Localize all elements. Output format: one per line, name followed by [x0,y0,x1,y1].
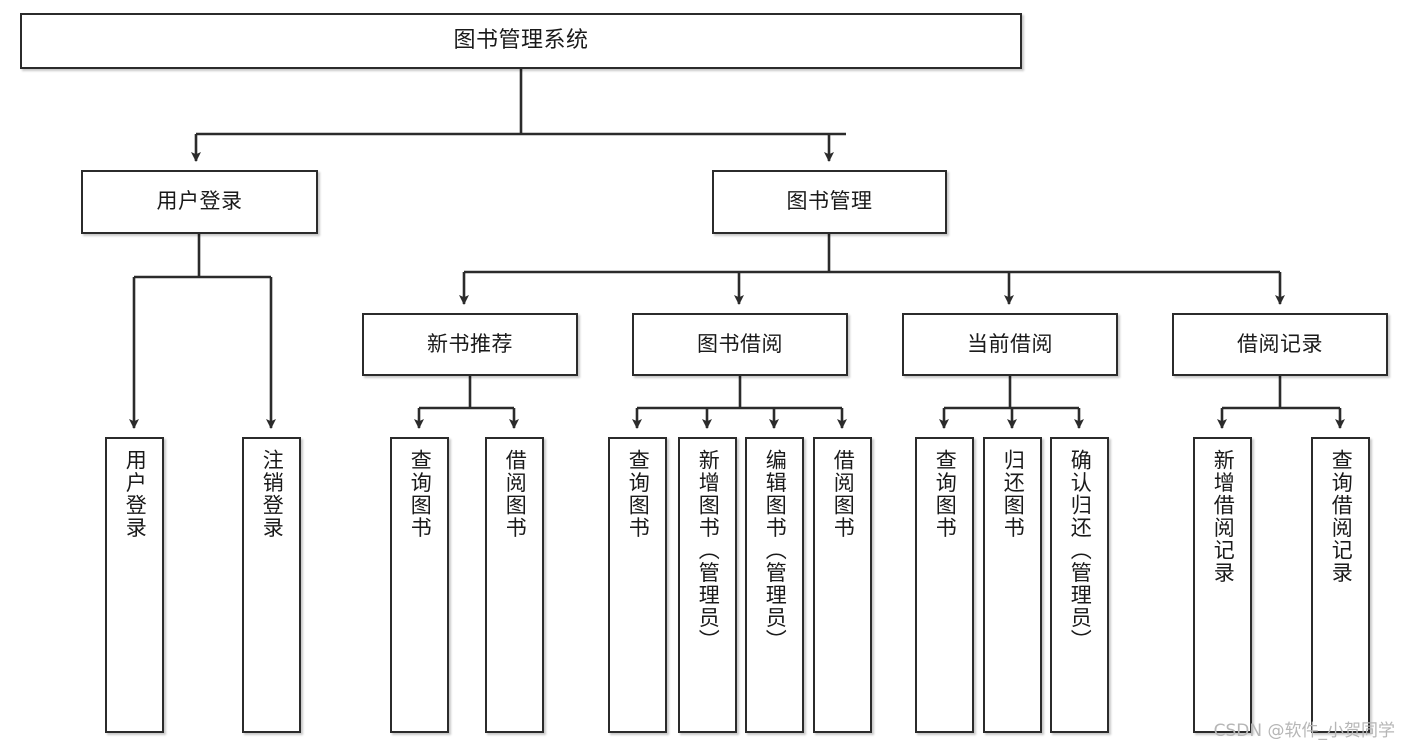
leaf-query-book-new-label: 查询图书 [408,449,433,539]
node-new-book-recommend[interactable]: 新书推荐 [362,313,578,376]
node-borrow-record-label: 借阅记录 [1237,331,1323,356]
leaf-return-book[interactable]: 归还图书 [983,437,1042,733]
node-current-borrow-label: 当前借阅 [967,331,1053,356]
leaf-add-borrow-record-label: 新增借阅记录 [1211,449,1236,584]
leaf-borrow-book-label: 借阅图书 [831,449,856,539]
node-borrow-record[interactable]: 借阅记录 [1172,313,1388,376]
node-book-manage[interactable]: 图书管理 [712,170,947,234]
leaf-query-borrow-record[interactable]: 查询借阅记录 [1311,437,1370,733]
leaf-logout-label: 注销登录 [260,449,285,539]
leaf-borrow-book[interactable]: 借阅图书 [813,437,872,733]
leaf-add-book-admin-label: 新增图书（管理员） [696,449,721,652]
leaf-add-borrow-record[interactable]: 新增借阅记录 [1193,437,1252,733]
leaf-query-book-borrow[interactable]: 查询图书 [608,437,667,733]
leaf-logout[interactable]: 注销登录 [242,437,301,733]
leaf-query-book-current[interactable]: 查询图书 [915,437,974,733]
leaf-add-book-admin[interactable]: 新增图书（管理员） [678,437,737,733]
node-book-borrow[interactable]: 图书借阅 [632,313,848,376]
leaf-return-book-label: 归还图书 [1001,449,1026,539]
leaf-borrow-book-new-label: 借阅图书 [503,449,528,539]
leaf-borrow-book-new[interactable]: 借阅图书 [485,437,544,733]
leaf-confirm-return-admin[interactable]: 确认归还（管理员） [1050,437,1109,733]
leaf-user-login-label: 用户登录 [123,449,148,539]
node-current-borrow[interactable]: 当前借阅 [902,313,1118,376]
node-new-book-recommend-label: 新书推荐 [427,331,513,356]
node-root-label: 图书管理系统 [453,27,589,53]
node-user-login-label: 用户登录 [156,189,243,214]
leaf-query-book-borrow-label: 查询图书 [626,449,651,539]
leaf-query-borrow-record-label: 查询借阅记录 [1329,449,1354,584]
leaf-user-login[interactable]: 用户登录 [105,437,164,733]
leaf-query-book-new[interactable]: 查询图书 [390,437,449,733]
node-user-login[interactable]: 用户登录 [81,170,318,234]
leaf-edit-book-admin-label: 编辑图书（管理员） [763,449,788,652]
leaf-query-book-current-label: 查询图书 [933,449,958,539]
leaf-confirm-return-admin-label: 确认归还（管理员） [1068,449,1093,652]
node-book-manage-label: 图书管理 [786,189,873,214]
leaf-edit-book-admin[interactable]: 编辑图书（管理员） [745,437,804,733]
node-book-borrow-label: 图书借阅 [697,331,783,356]
node-root[interactable]: 图书管理系统 [20,13,1022,69]
